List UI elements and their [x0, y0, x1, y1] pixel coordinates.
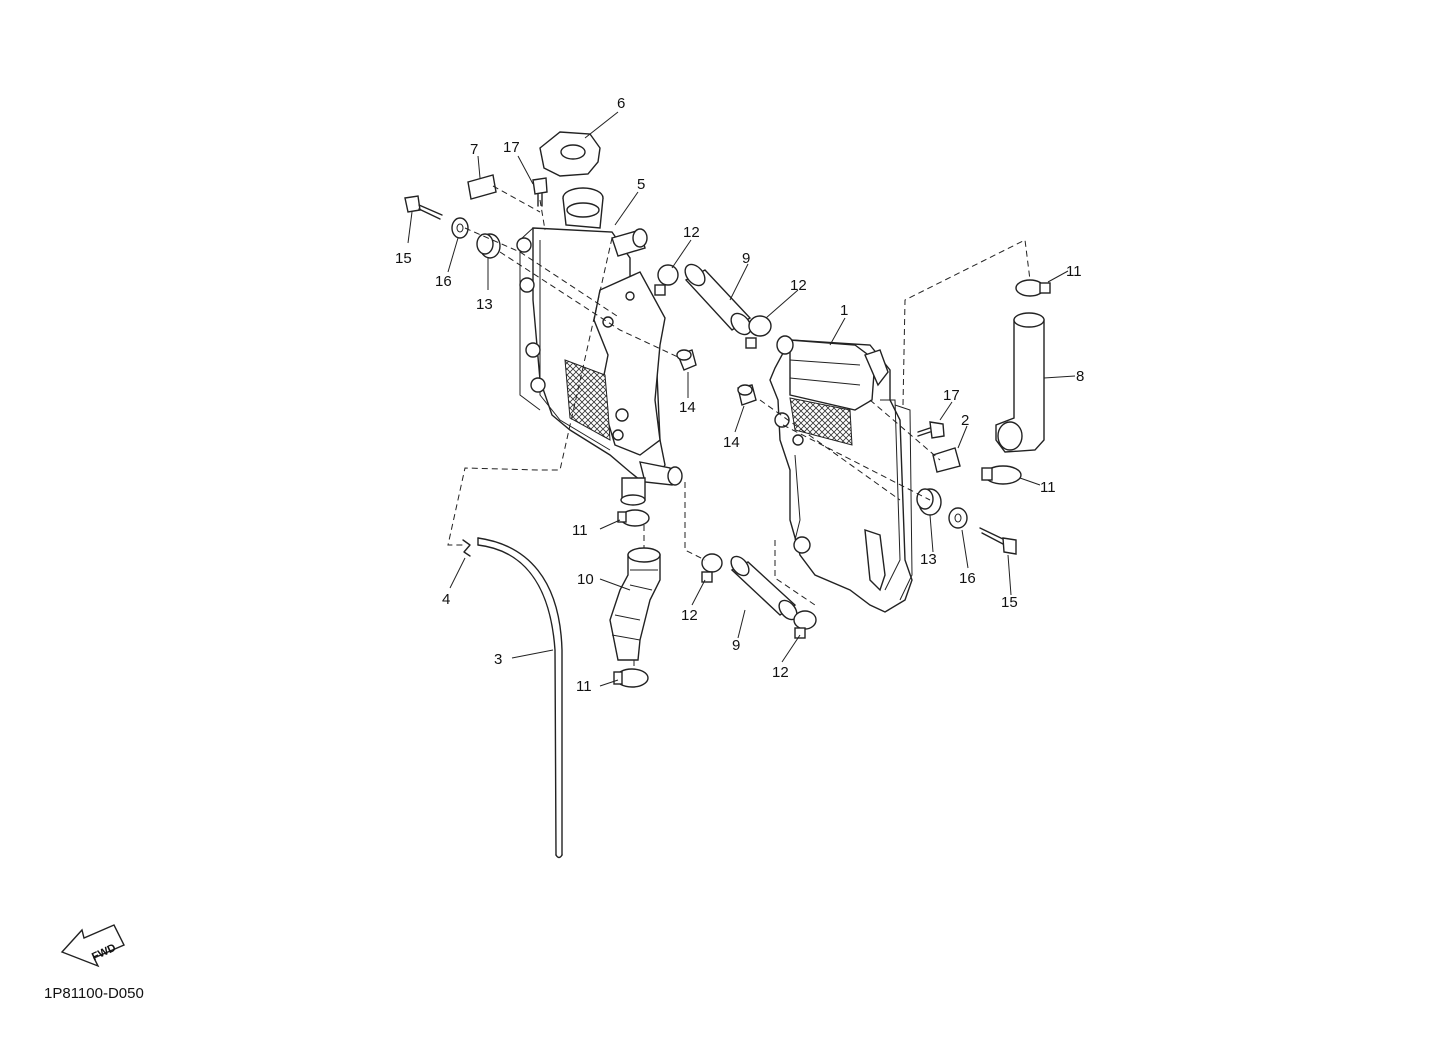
diagram-code: 1P81100-D050	[44, 985, 144, 1002]
bolt-17-right	[917, 421, 945, 439]
collar-14-right	[737, 384, 757, 406]
callout-11-b: 11	[576, 678, 592, 695]
callout-1: 1	[840, 302, 848, 319]
callout-16-left: 16	[435, 273, 452, 290]
callout-2: 2	[961, 412, 969, 429]
plate-7	[467, 174, 497, 200]
callout-9-lower: 9	[732, 637, 740, 654]
washer-16-left	[451, 217, 469, 239]
callout-13-left: 13	[476, 296, 493, 313]
clamp-11-a	[617, 509, 650, 527]
callout-5: 5	[637, 176, 645, 193]
callout-7: 7	[470, 141, 478, 158]
assembly-lines	[447, 185, 1031, 670]
callout-17-left: 17	[503, 139, 520, 156]
hose-8	[995, 312, 1045, 453]
clamp-11-b	[613, 668, 649, 688]
clamp-12-c	[701, 553, 723, 583]
bolt-15-left	[404, 195, 443, 220]
washer-16-right	[948, 507, 968, 529]
callout-4: 4	[442, 591, 450, 608]
grommet-13-left	[476, 233, 501, 259]
collar-14-left	[676, 349, 697, 371]
right-radiator	[769, 335, 913, 613]
hose-9-upper	[684, 263, 752, 336]
callout-12-a: 12	[683, 224, 700, 241]
hose-9-lower	[730, 555, 798, 621]
callout-6: 6	[617, 95, 625, 112]
clamp-11-d	[981, 465, 1022, 485]
callout-17-right: 17	[943, 387, 960, 404]
callout-11-d: 11	[1040, 479, 1056, 496]
bolt-15-right	[979, 527, 1017, 555]
callout-12-d: 12	[772, 664, 789, 681]
grommet-13-right	[916, 488, 942, 516]
callout-13-right: 13	[920, 551, 937, 568]
hose-10	[609, 547, 661, 661]
callout-15-right: 15	[1001, 594, 1018, 611]
clamp-12-d	[793, 610, 817, 639]
callout-12-b: 12	[790, 277, 807, 294]
left-radiator	[516, 187, 683, 506]
leader-lines	[407, 111, 1076, 687]
callout-14-right: 14	[723, 434, 740, 451]
callout-3: 3	[494, 651, 502, 668]
radiator-cap	[539, 131, 601, 177]
callout-10: 10	[577, 571, 594, 588]
callout-12-c: 12	[681, 607, 698, 624]
callout-9-upper: 9	[742, 250, 750, 267]
fwd-arrow-icon: FWD	[60, 924, 125, 968]
clamp-12-b	[745, 315, 772, 349]
callout-14-left: 14	[679, 399, 696, 416]
clamp-12-a	[654, 264, 679, 296]
callout-11-c: 11	[1066, 263, 1082, 280]
plate-2	[932, 447, 961, 473]
overflow-hose-3	[477, 537, 563, 859]
callout-8: 8	[1076, 368, 1084, 385]
callout-16-right: 16	[959, 570, 976, 587]
clamp-11-c	[1015, 279, 1051, 297]
callout-labels: 6 5 7 17 15 16 13 12 9 12 1 14 14 11 8 1…	[395, 95, 1084, 695]
callout-15-left: 15	[395, 250, 412, 267]
clip-4	[462, 539, 471, 557]
callout-11-a: 11	[572, 522, 588, 539]
bolt-17-left	[532, 177, 548, 207]
